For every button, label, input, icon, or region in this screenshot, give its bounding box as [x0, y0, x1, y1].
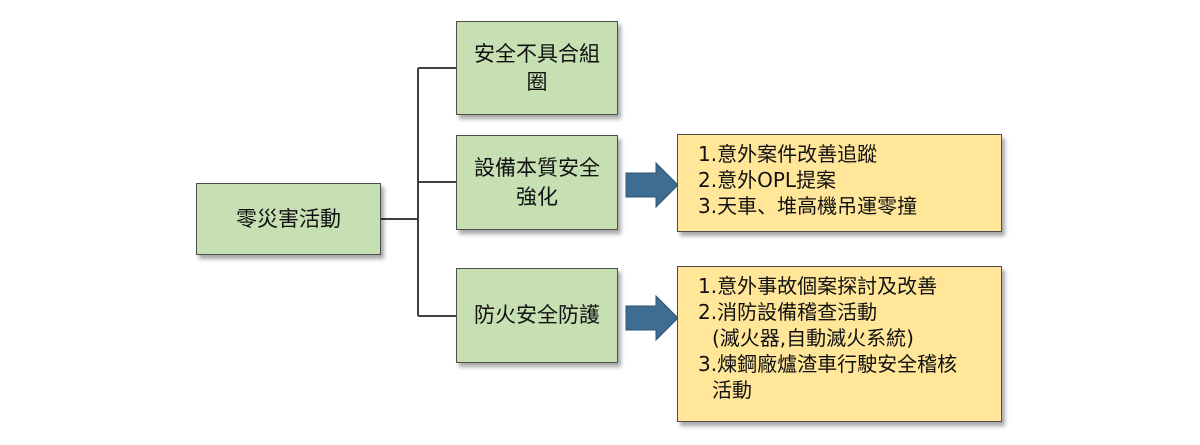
- detail-item: 3.天車、堆高機吊運零撞: [698, 194, 918, 218]
- branch-node-2: 設備本質安全強化: [456, 135, 618, 230]
- detail-item: 2.消防設備稽查活動: [698, 300, 878, 324]
- detail-item: (滅火器,自動滅火系統): [712, 326, 914, 350]
- branch-node-3: 防火安全防護: [456, 268, 618, 363]
- arrow-right-icon: [625, 294, 679, 342]
- arrow-right-icon: [625, 161, 679, 209]
- root-node: 零災害活動: [196, 183, 381, 255]
- detail-item: 1.意外事故個案探討及改善: [698, 274, 938, 298]
- branch-node-label: 安全不具合組圈: [474, 41, 600, 94]
- branch-node-label: 設備本質安全強化: [474, 156, 600, 209]
- detail-box-2: 1.意外事故個案探討及改善 2.消防設備稽查活動 (滅火器,自動滅火系統) 3.…: [677, 266, 1002, 422]
- branch-node-label: 防火安全防護: [474, 303, 600, 328]
- detail-item: 活動: [712, 378, 752, 402]
- root-node-label: 零災害活動: [236, 206, 341, 231]
- detail-item: 2.意外OPL提案: [698, 168, 837, 192]
- detail-item: 1.意外案件改善追蹤: [698, 142, 878, 166]
- branch-node-1: 安全不具合組圈: [456, 21, 618, 115]
- detail-box-1: 1.意外案件改善追蹤 2.意外OPL提案 3.天車、堆高機吊運零撞: [677, 134, 1002, 232]
- detail-item: 3.煉鋼廠爐渣車行駛安全稽核: [698, 352, 958, 376]
